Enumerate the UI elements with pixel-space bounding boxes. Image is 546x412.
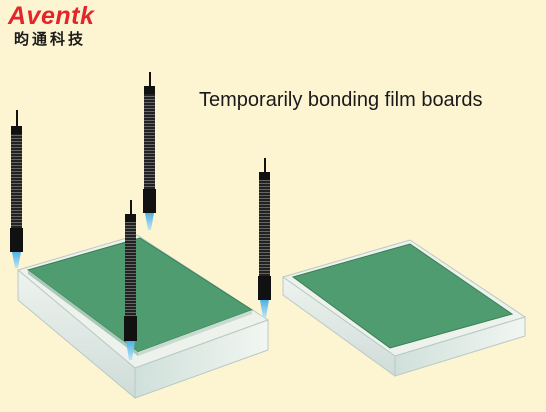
diagram-caption: Temporarily bonding film boards [199, 89, 483, 111]
dispenser-needle-3 [124, 200, 137, 360]
single-film-board [281, 239, 527, 377]
logo-wordmark: Aventk [8, 2, 95, 30]
dispenser-needle-4 [258, 158, 271, 318]
adhesive-drop [145, 213, 154, 230]
dispenser-needle-2 [143, 72, 156, 230]
adhesive-drop [12, 252, 21, 268]
logo-chinese-name: 昀通科技 [14, 30, 87, 48]
adhesive-drop [260, 300, 269, 318]
green-film-layer-right [291, 243, 514, 349]
dispenser-needle-1 [10, 110, 23, 268]
brand-logo: Aventk 昀通科技 [6, 2, 126, 50]
stacked-glass-board [16, 234, 270, 400]
adhesive-drop [126, 341, 135, 360]
